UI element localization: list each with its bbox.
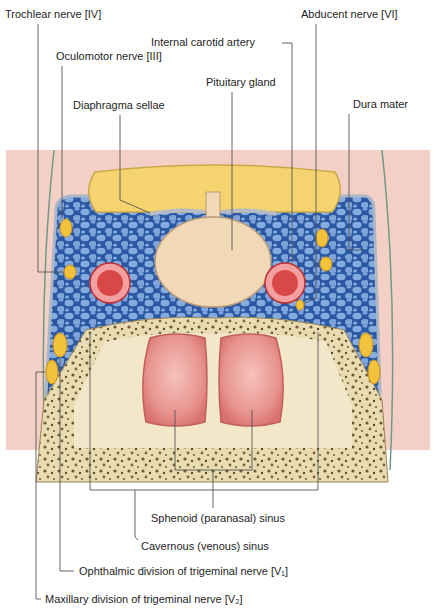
part-label: Maxillary division of trigeminal nerve [… xyxy=(44,593,243,606)
part-label: Abducent nerve [VI] xyxy=(300,8,399,21)
part-label: Diaphragma sellae xyxy=(72,99,166,112)
part-label: Ophthalmic division of trigeminal nerve … xyxy=(78,565,289,578)
part-label: Dura mater xyxy=(352,98,409,111)
part-label: Trochlear nerve [IV] xyxy=(4,8,102,21)
part-label: Sphenoid (paranasal) sinus xyxy=(150,512,286,525)
part-label: Oculomotor nerve [III] xyxy=(55,50,163,63)
part-label: Cavernous (venous) sinus xyxy=(140,540,270,553)
part-label: Pituitary gland xyxy=(205,76,277,89)
part-label: Internal carotid artery xyxy=(150,36,256,49)
